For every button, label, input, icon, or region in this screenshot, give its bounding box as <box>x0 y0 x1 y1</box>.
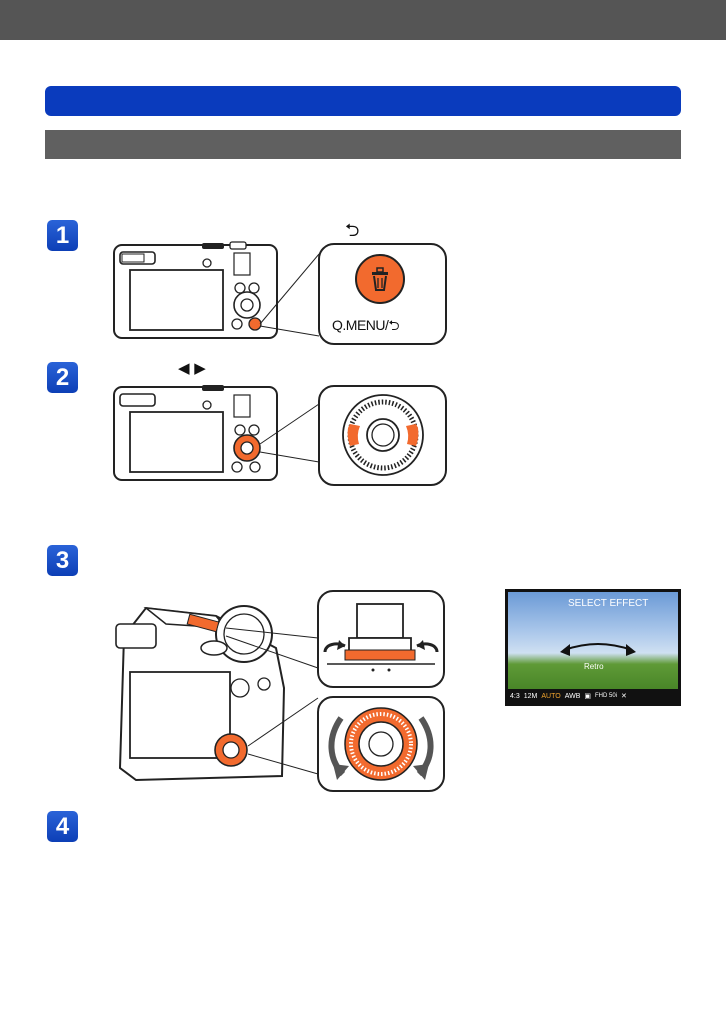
left-right-arrow-icon <box>560 643 636 656</box>
lcd-top-text: SELECT EFFECT <box>568 598 649 609</box>
camera-angled-illustration <box>115 605 319 782</box>
callout-qmenu-button: Q.MENU/⮌ <box>318 243 447 345</box>
lcd-off: ✕ <box>621 693 627 700</box>
camera-back-illustration-2 <box>113 385 320 481</box>
lcd-metering: ▣ <box>584 693 591 700</box>
lcd-screen-image: SELECT EFFECT Retro 4:3 12M AUTO AWB ▣ F… <box>505 589 681 706</box>
step-badge-1: 1 <box>47 220 78 251</box>
qmenu-label: Q.MENU/⮌ <box>332 317 400 333</box>
subsection-title-band <box>45 130 681 159</box>
trash-icon <box>355 254 405 304</box>
camera-back-illustration-1 <box>113 241 320 339</box>
step-badge-4: 4 <box>47 811 78 842</box>
lcd-awb: AWB <box>564 692 581 700</box>
left-right-arrows-icon: ◀ ▶ <box>178 359 206 377</box>
back-arrow-icon: ⮌ <box>345 220 360 241</box>
step-badge-2: 2 <box>47 362 78 393</box>
lcd-center-text: Retro <box>584 662 604 671</box>
lcd-size: 12M <box>523 692 538 700</box>
zoom-lever-icon <box>323 603 439 672</box>
step-badge-3: 3 <box>47 545 78 576</box>
lcd-video: FHD 50i <box>595 693 618 699</box>
lcd-aspect: 4:3 <box>510 692 520 700</box>
rotate-arrows-icon <box>328 707 434 781</box>
callout-zoom-lever <box>317 590 445 688</box>
control-dial-icon <box>342 394 424 476</box>
callout-control-dial <box>318 385 447 486</box>
lcd-status-bar: 4:3 12M AUTO AWB ▣ FHD 50i ✕ <box>508 689 678 703</box>
lcd-auto: AUTO <box>541 692 561 700</box>
section-title-band <box>45 86 681 116</box>
header-bar <box>0 0 726 40</box>
callout-control-dial-rotate <box>317 696 445 792</box>
